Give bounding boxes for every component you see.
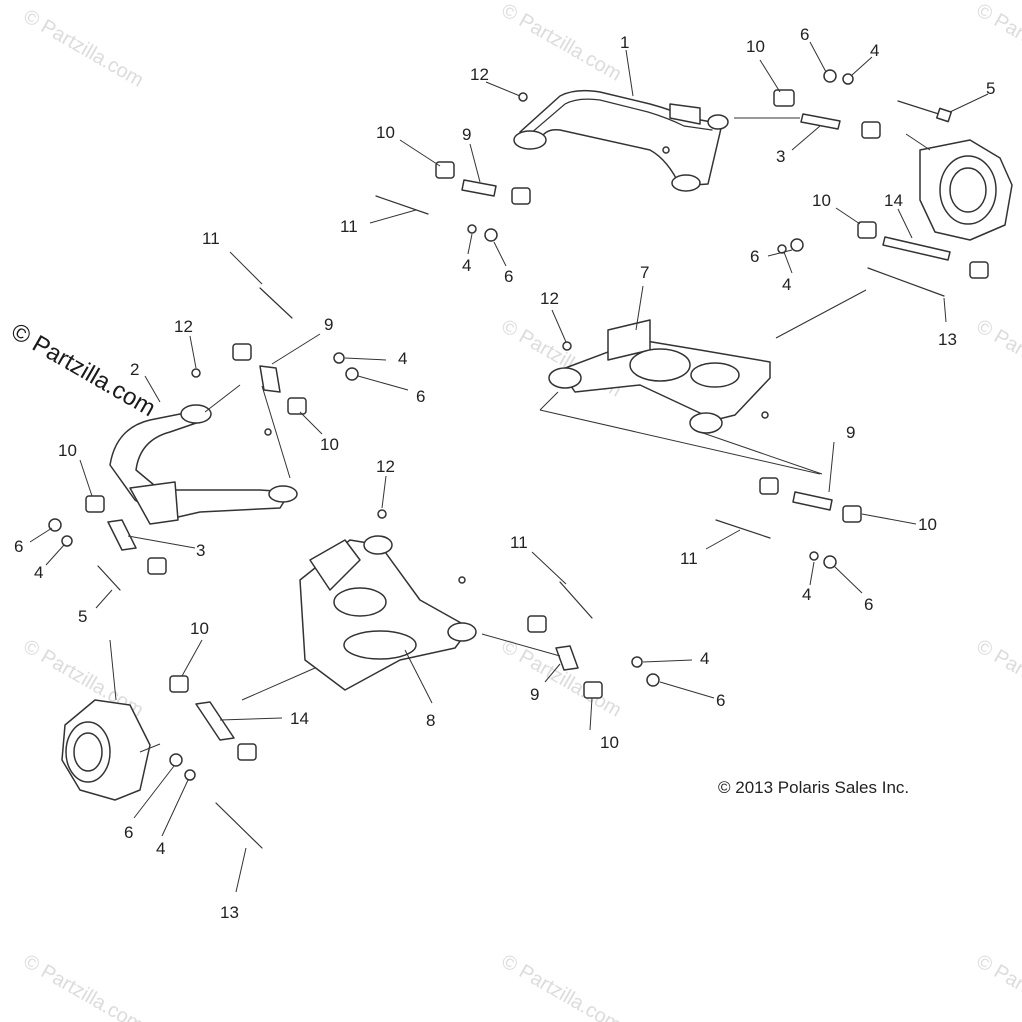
callout-5: 5 bbox=[78, 607, 87, 626]
watermark-text: © Partzilla.com bbox=[973, 315, 1022, 401]
callout-10: 10 bbox=[746, 37, 765, 56]
knuckle-right bbox=[919, 139, 1013, 241]
callout-4: 4 bbox=[156, 839, 165, 858]
callout-6: 6 bbox=[416, 387, 425, 406]
callout-6: 6 bbox=[716, 691, 725, 710]
callout-6: 6 bbox=[504, 267, 513, 286]
callout-9: 9 bbox=[530, 685, 539, 704]
callout-4: 4 bbox=[34, 563, 43, 582]
rear-arm-upper bbox=[548, 319, 771, 434]
callout-labels: 1 2 3 3 4 4 4 4 4 4 4 4 5 5 6 6 6 6 6 6 … bbox=[14, 25, 995, 922]
callout-12: 12 bbox=[376, 457, 395, 476]
callout-10: 10 bbox=[190, 619, 209, 638]
callout-10: 10 bbox=[320, 435, 339, 454]
callout-9: 9 bbox=[462, 125, 471, 144]
callout-11: 11 bbox=[340, 217, 358, 236]
watermark-text: © Partzilla.com bbox=[973, 635, 1022, 721]
callout-7: 7 bbox=[640, 263, 649, 282]
callout-4: 4 bbox=[462, 256, 471, 275]
copyright-notice: © 2013 Polaris Sales Inc. bbox=[718, 778, 910, 797]
watermark-text: © Partzilla.com bbox=[498, 0, 626, 86]
callout-11: 11 bbox=[510, 533, 528, 552]
watermark-text: © Partzilla.com bbox=[973, 950, 1022, 1022]
callout-10: 10 bbox=[376, 123, 395, 142]
callout-11: 11 bbox=[202, 229, 220, 248]
callout-1: 1 bbox=[620, 33, 629, 52]
upper-a-arm-left bbox=[109, 404, 298, 525]
callout-12: 12 bbox=[174, 317, 193, 336]
callout-14: 14 bbox=[884, 191, 903, 210]
callout-12: 12 bbox=[540, 289, 559, 308]
callout-10: 10 bbox=[918, 515, 937, 534]
watermark-text: © Partzilla.com bbox=[20, 950, 148, 1022]
callout-6: 6 bbox=[14, 537, 23, 556]
callout-11: 11 bbox=[680, 549, 698, 568]
callout-3: 3 bbox=[776, 147, 785, 166]
hardware bbox=[48, 69, 989, 849]
callout-13: 13 bbox=[938, 330, 957, 349]
callout-13: 13 bbox=[220, 903, 239, 922]
callout-6: 6 bbox=[864, 595, 873, 614]
watermark-text: © Partzilla.com bbox=[498, 950, 626, 1022]
callout-4: 4 bbox=[398, 349, 407, 368]
upper-a-arm-right bbox=[513, 89, 729, 192]
callout-4: 4 bbox=[700, 649, 709, 668]
callout-6: 6 bbox=[750, 247, 759, 266]
callout-4: 4 bbox=[782, 275, 791, 294]
callout-12: 12 bbox=[470, 65, 489, 84]
knuckle-left bbox=[61, 699, 151, 801]
callout-10: 10 bbox=[600, 733, 619, 752]
leader-lines bbox=[29, 41, 989, 893]
callout-9: 9 bbox=[846, 423, 855, 442]
callout-6: 6 bbox=[800, 25, 809, 44]
callout-10: 10 bbox=[812, 191, 831, 210]
callout-6: 6 bbox=[124, 823, 133, 842]
callout-2: 2 bbox=[130, 360, 139, 379]
rear-arm-lower bbox=[299, 535, 477, 691]
callout-8: 8 bbox=[426, 711, 435, 730]
callout-4: 4 bbox=[870, 41, 879, 60]
callout-10: 10 bbox=[58, 441, 77, 460]
callout-14: 14 bbox=[290, 709, 309, 728]
callout-3: 3 bbox=[196, 541, 205, 560]
callout-5: 5 bbox=[986, 79, 995, 98]
watermark-text: © Partzilla.com bbox=[973, 0, 1022, 86]
callout-4: 4 bbox=[802, 585, 811, 604]
watermark-text: © Partzilla.com bbox=[20, 5, 148, 91]
callout-9: 9 bbox=[324, 315, 333, 334]
